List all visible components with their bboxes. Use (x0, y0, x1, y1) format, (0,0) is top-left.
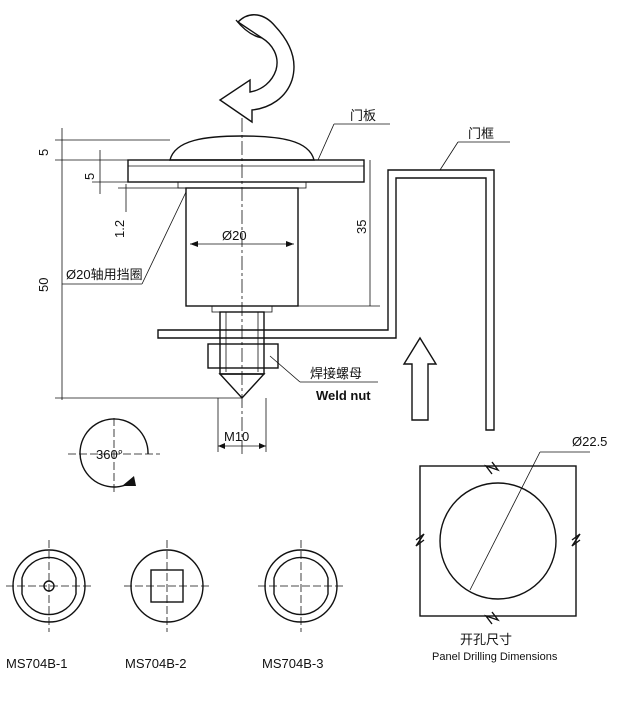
dim-plate-thickness: 5 (82, 173, 97, 180)
label-drilling-en: Panel Drilling Dimensions (432, 651, 558, 663)
insert-direction-arrow-icon (402, 336, 438, 421)
dim-total-height: 50 (36, 278, 51, 292)
variant-ms704b-3: MS704B-3 (258, 540, 344, 671)
label-drilling-cn: 开孔尺寸 (460, 632, 512, 647)
variant-label-1: MS704B-1 (6, 656, 67, 671)
label-door-panel: 门板 (350, 108, 376, 123)
rotation-360-symbol: 360° (68, 418, 160, 492)
variant-label-2: MS704B-2 (125, 656, 186, 671)
dim-thread: M10 (224, 429, 249, 444)
flange-dome (169, 135, 315, 161)
label-weld-nut-cn: 焊接螺母 (310, 366, 362, 381)
dim-rotation: 360° (96, 447, 123, 462)
variant-ms704b-2: MS704B-2 (124, 540, 210, 671)
label-door-frame: 门框 (468, 126, 494, 141)
label-weld-nut-en: Weld nut (316, 388, 371, 403)
variant-ms704b-1: MS704B-1 (6, 540, 92, 671)
dim-washer-gap: 1.2 (112, 220, 127, 238)
dim-hole-diameter: Ø22.5 (572, 434, 607, 449)
dim-body-height: 35 (354, 220, 369, 234)
flange-plate (127, 159, 365, 183)
dim-body-diameter: Ø20 (222, 228, 247, 243)
weld-nut (207, 343, 279, 369)
rotation-arrow-icon (218, 14, 295, 124)
dim-flange-thickness: 5 (36, 149, 51, 156)
door-frame (157, 169, 495, 431)
panel-drilling-view: Ø22.5 开孔尺寸 Panel Drilling Dimensions (415, 434, 607, 663)
label-shaft-washer: Ø20轴用挡圈 (66, 267, 143, 282)
variant-label-3: MS704B-3 (262, 656, 323, 671)
